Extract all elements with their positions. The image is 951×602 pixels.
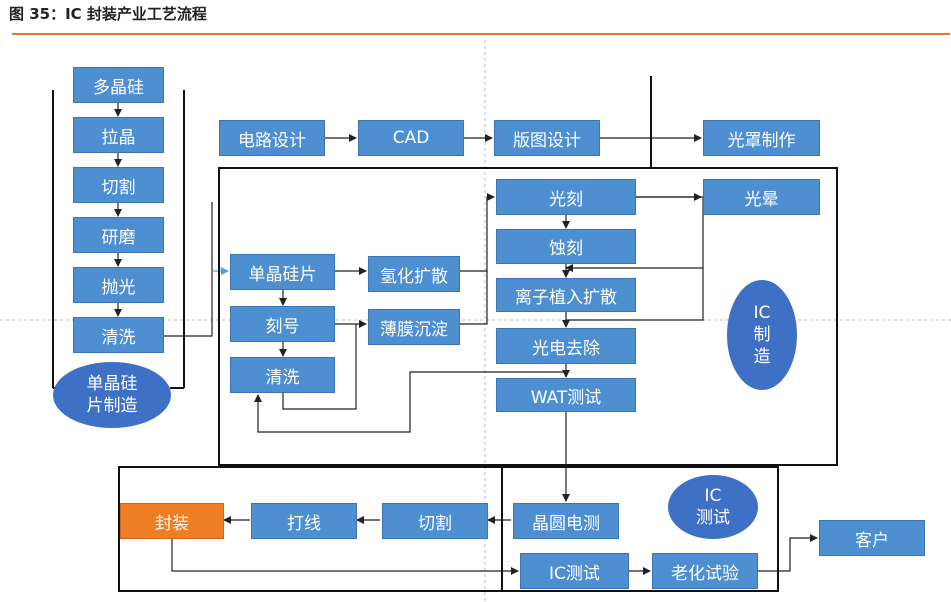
layout-design-box: 版图设计	[494, 120, 600, 156]
burn-in-box: 老化试验	[652, 553, 758, 589]
marking-box: 刻号	[230, 306, 335, 342]
test-oval-line-1: IC	[704, 486, 722, 506]
photomask-box: 光罩制作	[703, 120, 820, 156]
step-cleaning: 清洗	[73, 317, 164, 353]
etching-box: 蚀刻	[496, 229, 636, 264]
fab-oval-line-1: IC	[753, 303, 771, 323]
return-loop-line	[254, 371, 566, 433]
packaging-box: 封装	[120, 503, 224, 539]
halo-box: 光晕	[703, 179, 820, 215]
ic-test-box: IC测试	[520, 553, 629, 589]
fab-left-arrows	[279, 267, 367, 357]
dicing-box: 切割	[382, 503, 488, 539]
wafer-to-fab-line	[164, 202, 213, 337]
wafer-manufacturing-oval: 单晶硅片制造	[53, 362, 171, 428]
litho-loop-line	[566, 196, 704, 321]
title-rule	[12, 33, 950, 35]
test-frame	[501, 466, 779, 592]
step-grinding: 研磨	[73, 217, 164, 253]
ion-implant-box: 离子植入扩散	[496, 278, 636, 312]
cad-box: CAD	[358, 120, 464, 156]
single-crystal-wafer-box: 单晶硅片	[230, 254, 335, 290]
fab-oval-line-3: 造	[753, 347, 771, 367]
wafer-oval-line-2: 片制造	[86, 396, 138, 416]
step-polishing: 抛光	[73, 267, 164, 303]
step-slicing: 切割	[73, 167, 164, 203]
ic-manufacturing-frame	[218, 167, 838, 466]
wafer-probe-box: 晶圆电测	[513, 503, 619, 539]
thin-film-deposition-box: 薄膜沉淀	[368, 309, 460, 345]
wire-bonding-box: 打线	[251, 503, 357, 539]
fab-cleaning-box: 清洗	[230, 357, 335, 393]
mid-to-litho-line	[460, 193, 495, 272]
package-to-test-arrow	[171, 538, 519, 575]
figure-title: 图 35：IC 封装产业工艺流程	[9, 5, 207, 23]
step-crystal-pull: 拉晶	[73, 117, 164, 153]
wat-test-box: WAT测试	[496, 378, 636, 412]
mid-join-line	[460, 271, 488, 325]
customer-box: 客户	[819, 520, 925, 556]
hydrogen-diffusion-box: 氢化扩散	[368, 256, 460, 292]
fab-oval-line-2: 制	[753, 325, 771, 345]
wafer-oval-line-1: 单晶硅	[86, 374, 138, 394]
burnin-to-customer-arrow	[758, 534, 818, 572]
step-polysilicon: 多晶硅	[73, 67, 164, 103]
rinse-loop-line	[282, 324, 357, 410]
lithography-box: 光刻	[496, 179, 636, 215]
photoresist-removal-box: 光电去除	[496, 328, 636, 364]
test-oval-line-2: 测试	[696, 508, 730, 528]
circuit-design-box: 电路设计	[219, 120, 325, 156]
